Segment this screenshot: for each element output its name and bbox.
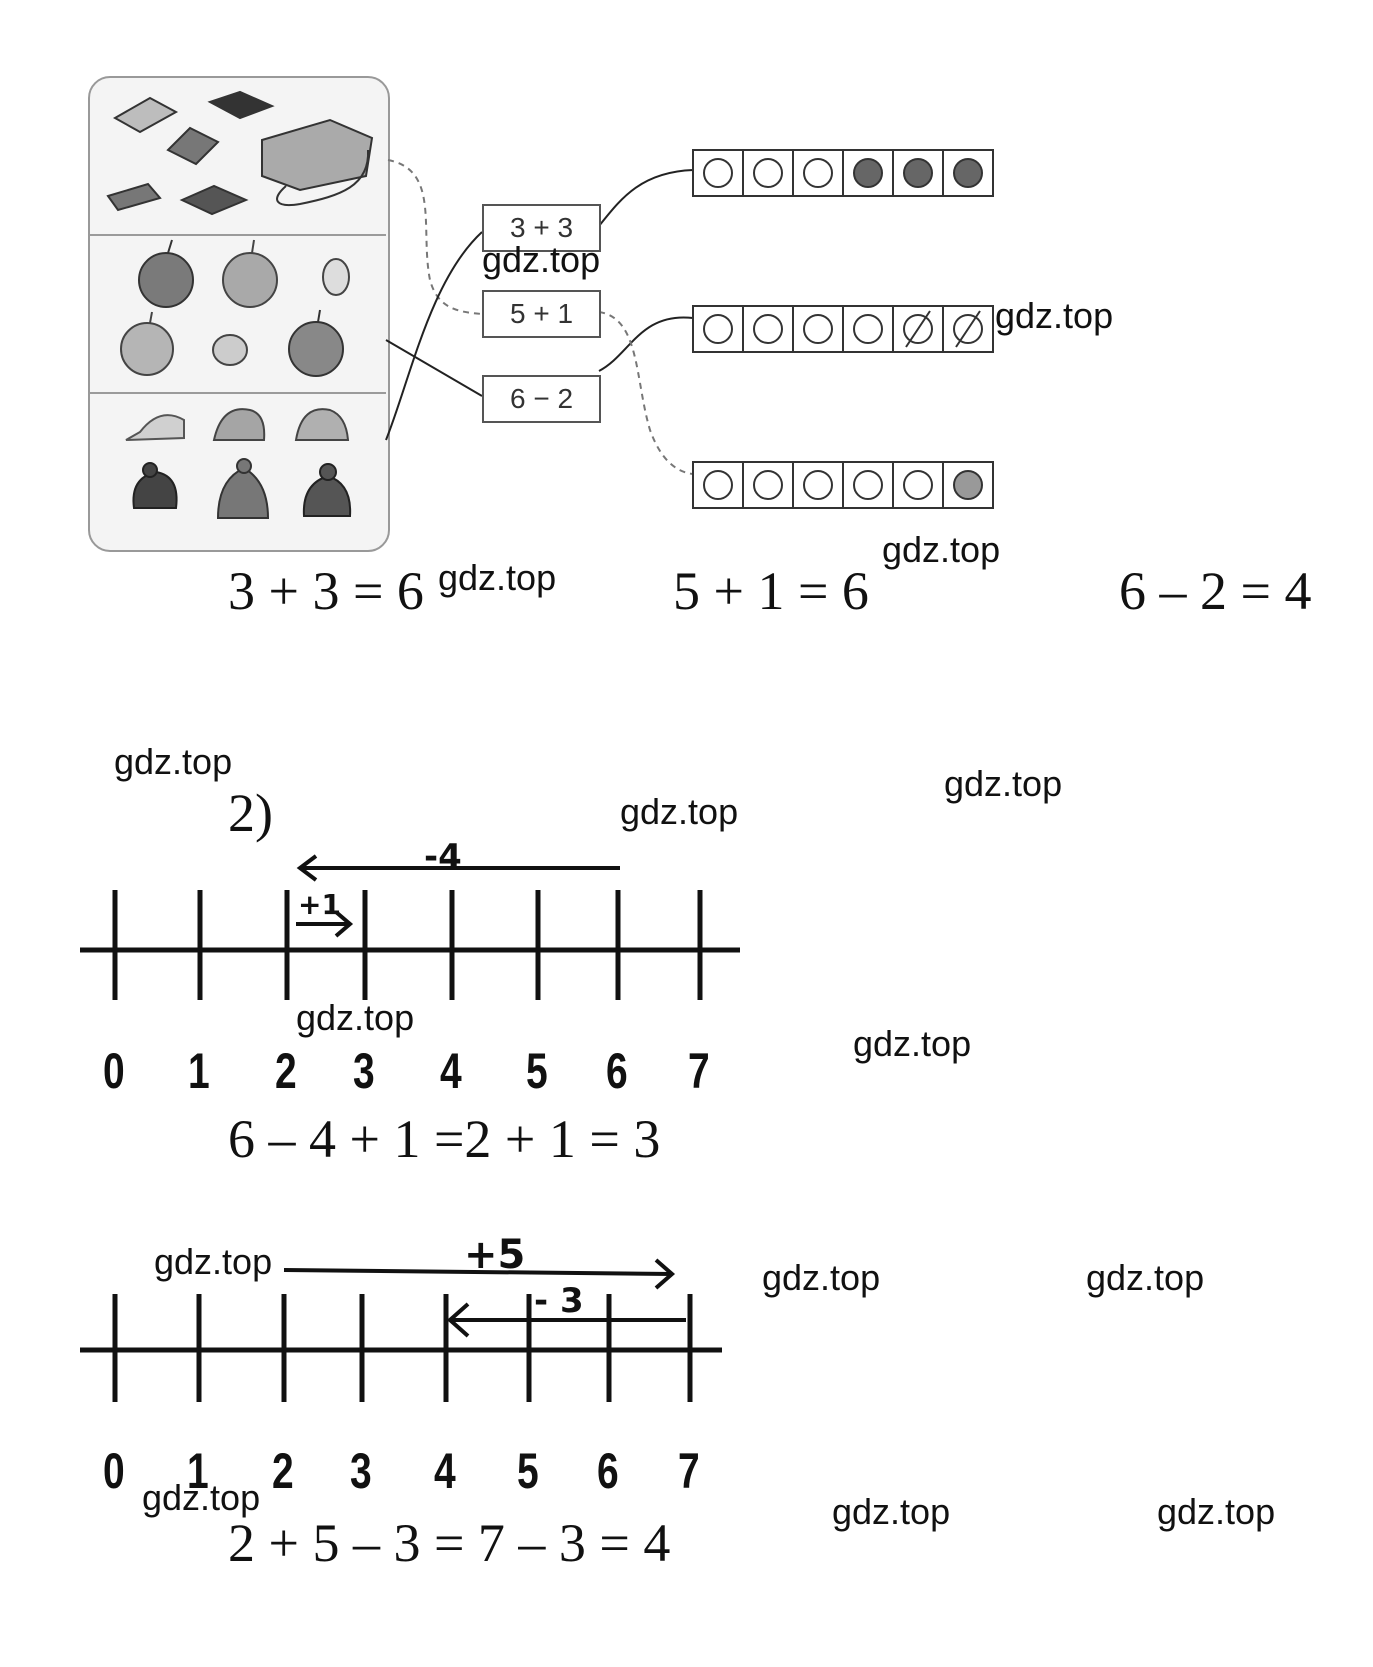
tick-label: 2 xyxy=(275,1043,297,1099)
watermark: gdz.top xyxy=(832,1491,951,1532)
apple-icon xyxy=(120,311,174,376)
picture-panel-icons xyxy=(106,90,694,519)
watermark: gdz.top xyxy=(620,791,739,832)
empty-circle-icon xyxy=(703,158,733,188)
empty-circle-icon xyxy=(703,470,733,500)
connector xyxy=(598,316,694,372)
panel-divider xyxy=(89,392,386,394)
answer-equation: 6 – 4 + 1 =2 + 1 = 3 xyxy=(228,1109,661,1169)
answer-equation: 5 + 1 = 6 xyxy=(673,561,869,621)
panel-divider xyxy=(89,234,386,236)
connector xyxy=(385,231,483,441)
cross-out-line xyxy=(905,310,931,348)
cap-icon xyxy=(125,414,185,441)
apple-icon xyxy=(222,239,278,308)
tick-label: 5 xyxy=(517,1443,539,1499)
tick-label: 3 xyxy=(350,1443,372,1499)
empty-circle-icon xyxy=(853,470,883,500)
arrowhead xyxy=(334,910,354,938)
watermark: gdz.top xyxy=(995,295,1114,336)
watermark: gdz.top xyxy=(438,557,557,598)
arrowhead xyxy=(654,1258,676,1290)
jump-label-plus: +1 xyxy=(298,888,341,921)
empty-circle-icon xyxy=(803,314,833,344)
arrowhead xyxy=(446,1302,470,1338)
circle-cell xyxy=(942,461,994,509)
exercise-label: 2) xyxy=(228,783,273,843)
cap-icon xyxy=(212,408,266,441)
dotted-circle-icon xyxy=(953,470,983,500)
briefcase-icon xyxy=(261,118,374,206)
circle-cell xyxy=(942,149,994,197)
expression-box: 3 + 3 xyxy=(482,204,601,252)
tick-label: 0 xyxy=(103,1443,125,1499)
answer-equation: 3 + 3 = 6 xyxy=(228,561,424,621)
empty-circle-icon xyxy=(753,470,783,500)
circle-rows xyxy=(692,149,994,509)
tick-label: 7 xyxy=(678,1443,700,1499)
tick-label: 1 xyxy=(188,1043,210,1099)
tick-label: 4 xyxy=(440,1043,462,1099)
apple-core-icon xyxy=(322,258,350,296)
book-icon xyxy=(106,90,275,216)
empty-circle-icon xyxy=(753,314,783,344)
tick-label: 6 xyxy=(606,1043,628,1099)
arrowhead xyxy=(296,854,318,882)
watermark: gdz.top xyxy=(154,1241,273,1282)
watermark: gdz.top xyxy=(296,997,415,1038)
connector xyxy=(385,339,483,397)
jump-arrow-plus xyxy=(283,1268,673,1276)
watermark: gdz.top xyxy=(482,239,601,280)
tick-label: 4 xyxy=(434,1443,456,1499)
expression-box: 6 − 2 xyxy=(482,375,601,423)
tick-label: 3 xyxy=(353,1043,375,1099)
empty-circle-icon xyxy=(753,158,783,188)
expression-box: 5 + 1 xyxy=(482,290,601,338)
empty-circle-icon xyxy=(803,470,833,500)
cross-out-line xyxy=(955,310,981,348)
watermark: gdz.top xyxy=(882,529,1001,570)
jump-label-minus: -4 xyxy=(424,837,462,877)
connector-dashed xyxy=(387,159,483,315)
circle-cell xyxy=(742,149,794,197)
watermark: gdz.top xyxy=(944,763,1063,804)
knit-hat-icon xyxy=(216,458,270,519)
filled-circle-icon xyxy=(953,158,983,188)
empty-circle-icon xyxy=(903,470,933,500)
jump-label-plus: +5 xyxy=(464,1232,525,1278)
tick-label: 6 xyxy=(597,1443,619,1499)
watermark: gdz.top xyxy=(1086,1257,1205,1298)
apple-icon xyxy=(138,239,194,308)
answer-equation: 6 – 2 = 4 xyxy=(1119,561,1312,621)
empty-circle-icon xyxy=(703,314,733,344)
knit-hat-icon xyxy=(302,463,352,517)
apple-core-icon xyxy=(212,334,248,366)
apple-icon xyxy=(288,309,344,377)
empty-circle-icon xyxy=(853,314,883,344)
watermark: gdz.top xyxy=(114,741,233,782)
answer-equation: 2 + 5 – 3 = 7 – 3 = 4 xyxy=(228,1513,671,1573)
watermark: gdz.top xyxy=(762,1257,881,1298)
tick-label: 7 xyxy=(688,1043,710,1099)
cap-icon xyxy=(294,408,350,441)
connector xyxy=(598,169,694,227)
watermark: gdz.top xyxy=(853,1023,972,1064)
tick-label: 1 xyxy=(187,1443,209,1499)
tick-label: 2 xyxy=(272,1443,294,1499)
filled-circle-icon xyxy=(853,158,883,188)
connector-dashed xyxy=(598,311,694,475)
watermark: gdz.top xyxy=(142,1477,261,1518)
watermark: gdz.top xyxy=(1157,1491,1276,1532)
knit-hat-icon xyxy=(132,462,178,509)
filled-circle-icon xyxy=(903,158,933,188)
tick-label: 0 xyxy=(103,1043,125,1099)
jump-label-minus: - 3 xyxy=(534,1281,584,1321)
tick-label: 5 xyxy=(526,1043,548,1099)
empty-circle-icon xyxy=(803,158,833,188)
